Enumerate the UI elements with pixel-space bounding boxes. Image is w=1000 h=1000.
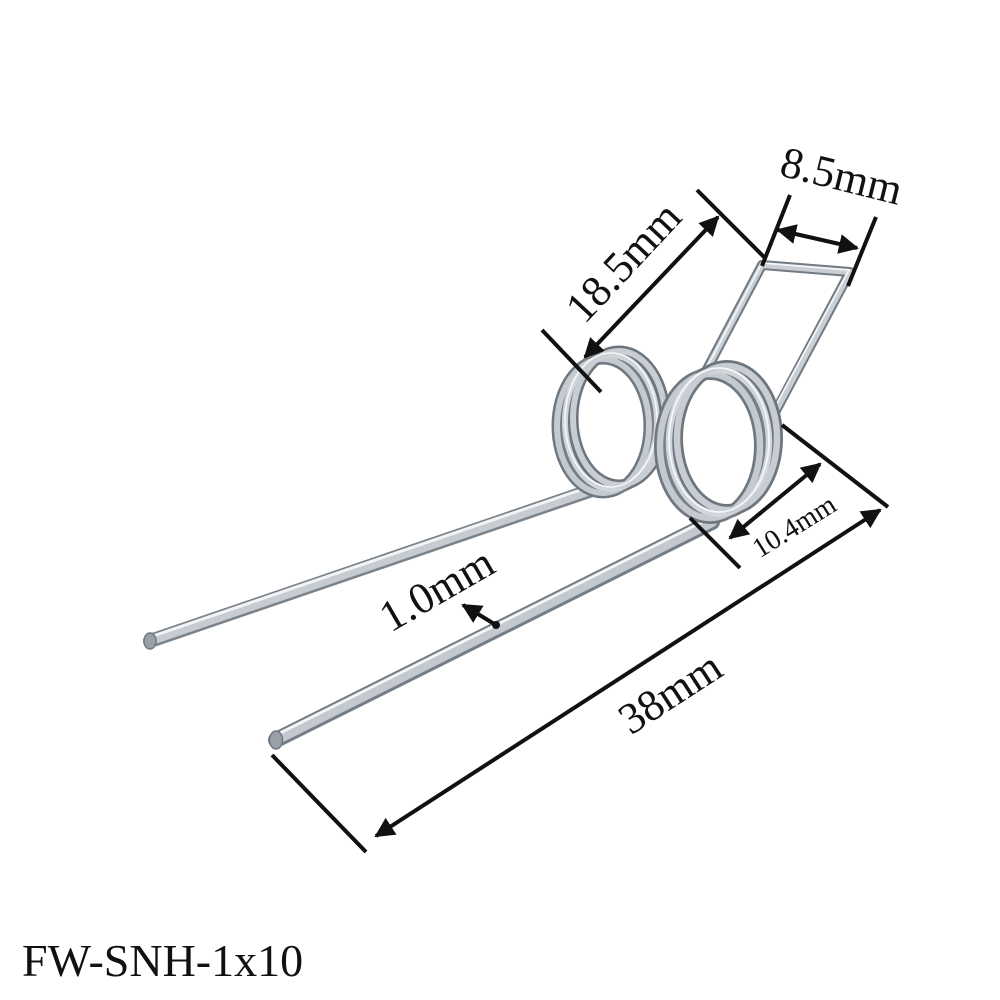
label-18-5mm: 18.5mm <box>556 192 691 332</box>
front-coil <box>654 360 783 524</box>
label-8-5mm: 8.5mm <box>776 137 908 214</box>
torsion-spring <box>143 260 855 750</box>
dimension-38mm <box>270 423 890 854</box>
back-leg <box>143 483 599 650</box>
back-coil <box>551 345 671 499</box>
label-38mm: 38mm <box>610 642 731 744</box>
dimension-8-5mm <box>760 194 878 287</box>
model-number: FW-SNH-1x10 <box>22 935 304 986</box>
wire-loop <box>700 260 855 423</box>
dimension-1-0mm <box>461 603 500 629</box>
dimension-10-4mm <box>688 462 822 570</box>
label-10-4mm: 10.4mm <box>747 489 842 564</box>
dimension-18-5mm <box>540 188 768 394</box>
dimension-annotations <box>270 188 890 854</box>
